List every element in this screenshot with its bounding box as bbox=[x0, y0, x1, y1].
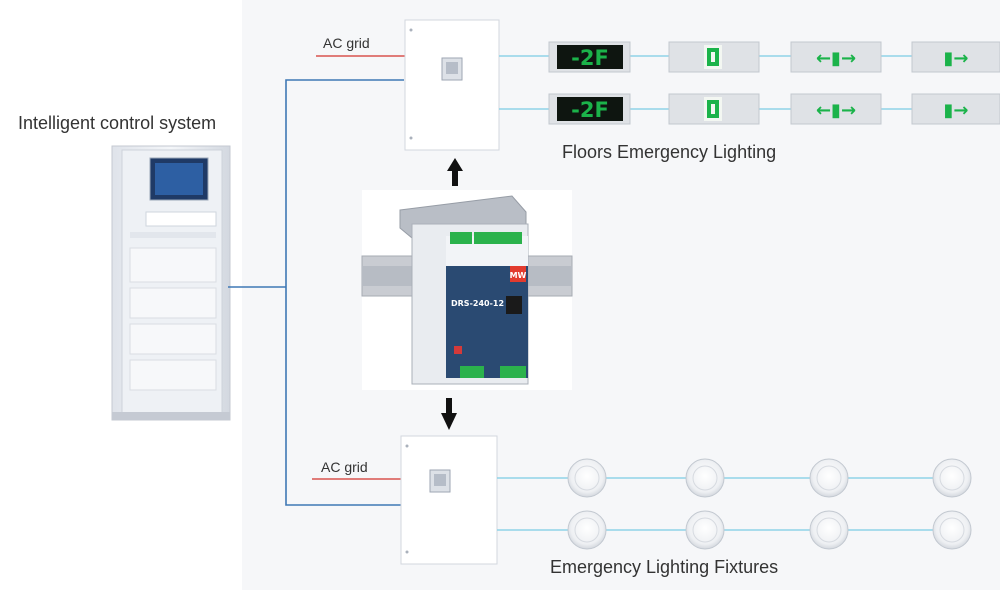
floor-sign: -2F bbox=[548, 41, 631, 73]
exit-sign-bidirectional: ←▮→ bbox=[790, 93, 882, 125]
emergency-light-fixture bbox=[685, 510, 725, 550]
emergency-light-fixture bbox=[809, 458, 849, 498]
psu-brand-badge bbox=[510, 266, 526, 282]
emergency-light-fixture bbox=[932, 510, 972, 550]
bus-lines bbox=[228, 79, 404, 506]
fixture-row-1 bbox=[567, 458, 972, 498]
arrow-down-icon bbox=[441, 398, 457, 430]
sign-row-1: -2F ←▮→ ▮→ bbox=[548, 41, 1000, 73]
exit-sign-right: ▮→ bbox=[911, 41, 1000, 73]
emergency-light-fixture bbox=[567, 510, 607, 550]
sign-row-2: -2F ←▮→ ▮→ bbox=[548, 93, 1000, 125]
floor-sign-text: -2F bbox=[571, 46, 609, 70]
arrow-up-icon bbox=[447, 158, 463, 186]
floor-sign: -2F bbox=[548, 93, 631, 125]
ac-grid-label-top: AC grid bbox=[323, 35, 370, 51]
control-cabinet bbox=[111, 145, 231, 421]
psu-front-panel bbox=[446, 264, 528, 378]
emergency-light-fixture bbox=[567, 458, 607, 498]
svg-text:▮→: ▮→ bbox=[944, 100, 969, 121]
distribution-box-bottom bbox=[400, 435, 498, 565]
exit-sign-right: ▮→ bbox=[911, 93, 1000, 125]
emergency-light-fixture bbox=[932, 458, 972, 498]
floor-sign-text: -2F bbox=[571, 98, 609, 122]
emergency-light-fixture bbox=[685, 458, 725, 498]
ac-grid-label-bottom: AC grid bbox=[321, 459, 368, 475]
power-supply-unit: MW DRS-240-12 bbox=[361, 190, 573, 390]
exit-sign bbox=[668, 41, 760, 73]
exit-sign-bidirectional: ←▮→ bbox=[790, 41, 882, 73]
exit-sign bbox=[668, 93, 760, 125]
svg-text:←▮→: ←▮→ bbox=[816, 100, 856, 121]
background-panel bbox=[242, 0, 1000, 590]
svg-text:←▮→: ←▮→ bbox=[816, 48, 856, 69]
emergency-lighting-fixtures-label: Emergency Lighting Fixtures bbox=[550, 557, 779, 577]
psu-brand: MW bbox=[510, 271, 527, 280]
emergency-light-fixture bbox=[809, 510, 849, 550]
floors-emergency-lighting-label: Floors Emergency Lighting bbox=[562, 142, 777, 162]
distribution-box-top bbox=[404, 19, 500, 151]
fixture-row-2 bbox=[567, 510, 972, 550]
svg-text:▮→: ▮→ bbox=[944, 48, 969, 69]
control-system-label: Intelligent control system bbox=[18, 113, 217, 133]
psu-model: DRS-240-12 bbox=[451, 299, 504, 308]
